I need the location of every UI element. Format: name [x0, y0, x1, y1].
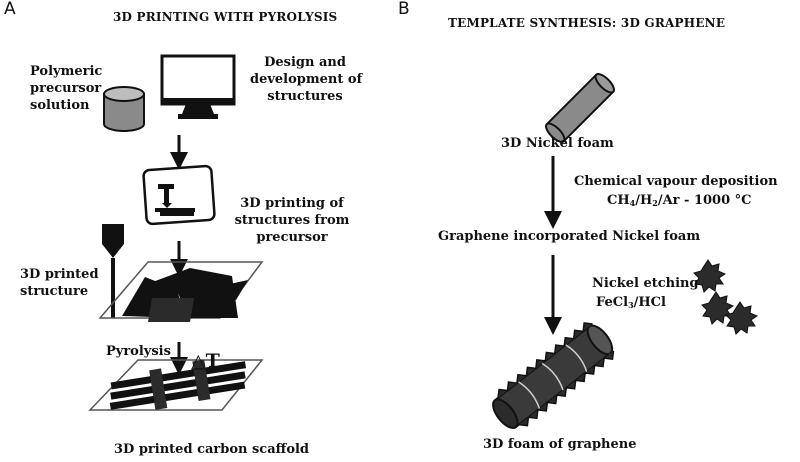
etching-fe: FeCl [596, 295, 629, 310]
graphene-foam-cylinder-icon [492, 322, 615, 430]
design-label-line2: development of [250, 72, 363, 87]
cvd-gas-sub2: 2 [652, 198, 658, 208]
etching-rest: /HCl [633, 295, 666, 310]
printed-structure-label-line2: structure [20, 284, 89, 299]
printing-label-line3: precursor [256, 230, 328, 245]
cvd-gas-h: /H [635, 193, 653, 208]
nickel-foam-cylinder-icon [545, 73, 615, 143]
graphene-nickel-label: Graphene incorporated Nickel foam [438, 229, 701, 244]
etching-label-line1: Nickel etching [592, 276, 699, 291]
printed-structure-label-line1: 3D printed [20, 267, 99, 282]
precursor-cylinder-icon [103, 86, 145, 132]
print-nozzle-icon [102, 224, 124, 318]
design-label-line1: Design and [264, 55, 346, 70]
carbon-scaffold-label: 3D printed carbon scaffold [114, 442, 310, 457]
polymeric-label-line1: Polymeric [30, 64, 103, 79]
pyrolysis-label: Pyrolysis [106, 344, 171, 359]
printing-label-line2: structures from [234, 213, 350, 228]
printing-label-line1: 3D printing of [240, 196, 344, 211]
polymeric-label-line3: solution [30, 98, 90, 113]
printed-structure-shape [122, 268, 248, 322]
computer-monitor-icon [160, 54, 236, 119]
polymeric-label-line2: precursor [30, 81, 102, 96]
etching-particles-icon [693, 259, 759, 335]
scaffold-plane [88, 359, 264, 411]
3d-printer-icon [142, 164, 216, 226]
graphene-foam-label: 3D foam of graphene [483, 437, 637, 452]
etching-label-line2: FeCl3/HCl [596, 294, 666, 311]
panel-b-title: TEMPLATE SYNTHESIS: 3D GRAPHENE [448, 16, 726, 30]
nickel-foam-label: 3D Nickel foam [501, 136, 614, 151]
cvd-label-line2: CH4/H2/Ar - 1000 °C [607, 192, 752, 209]
panel-a-letter: A [4, 0, 16, 19]
cvd-gas-ch: CH [607, 193, 630, 208]
etching-sub3: 3 [628, 300, 634, 310]
panel-b-letter: B [398, 0, 410, 19]
cvd-gas-rest: /Ar - 1000 °C [657, 193, 752, 208]
cvd-gas-sub4: 4 [629, 198, 636, 208]
delta-t-label: △T [191, 350, 220, 372]
design-label-line3: structures [267, 89, 343, 104]
carbon-scaffold-shape [109, 359, 247, 410]
cvd-label-line1: Chemical vapour deposition [574, 174, 778, 189]
panel-a-title: 3D PRINTING WITH PYROLYSIS [113, 10, 338, 24]
